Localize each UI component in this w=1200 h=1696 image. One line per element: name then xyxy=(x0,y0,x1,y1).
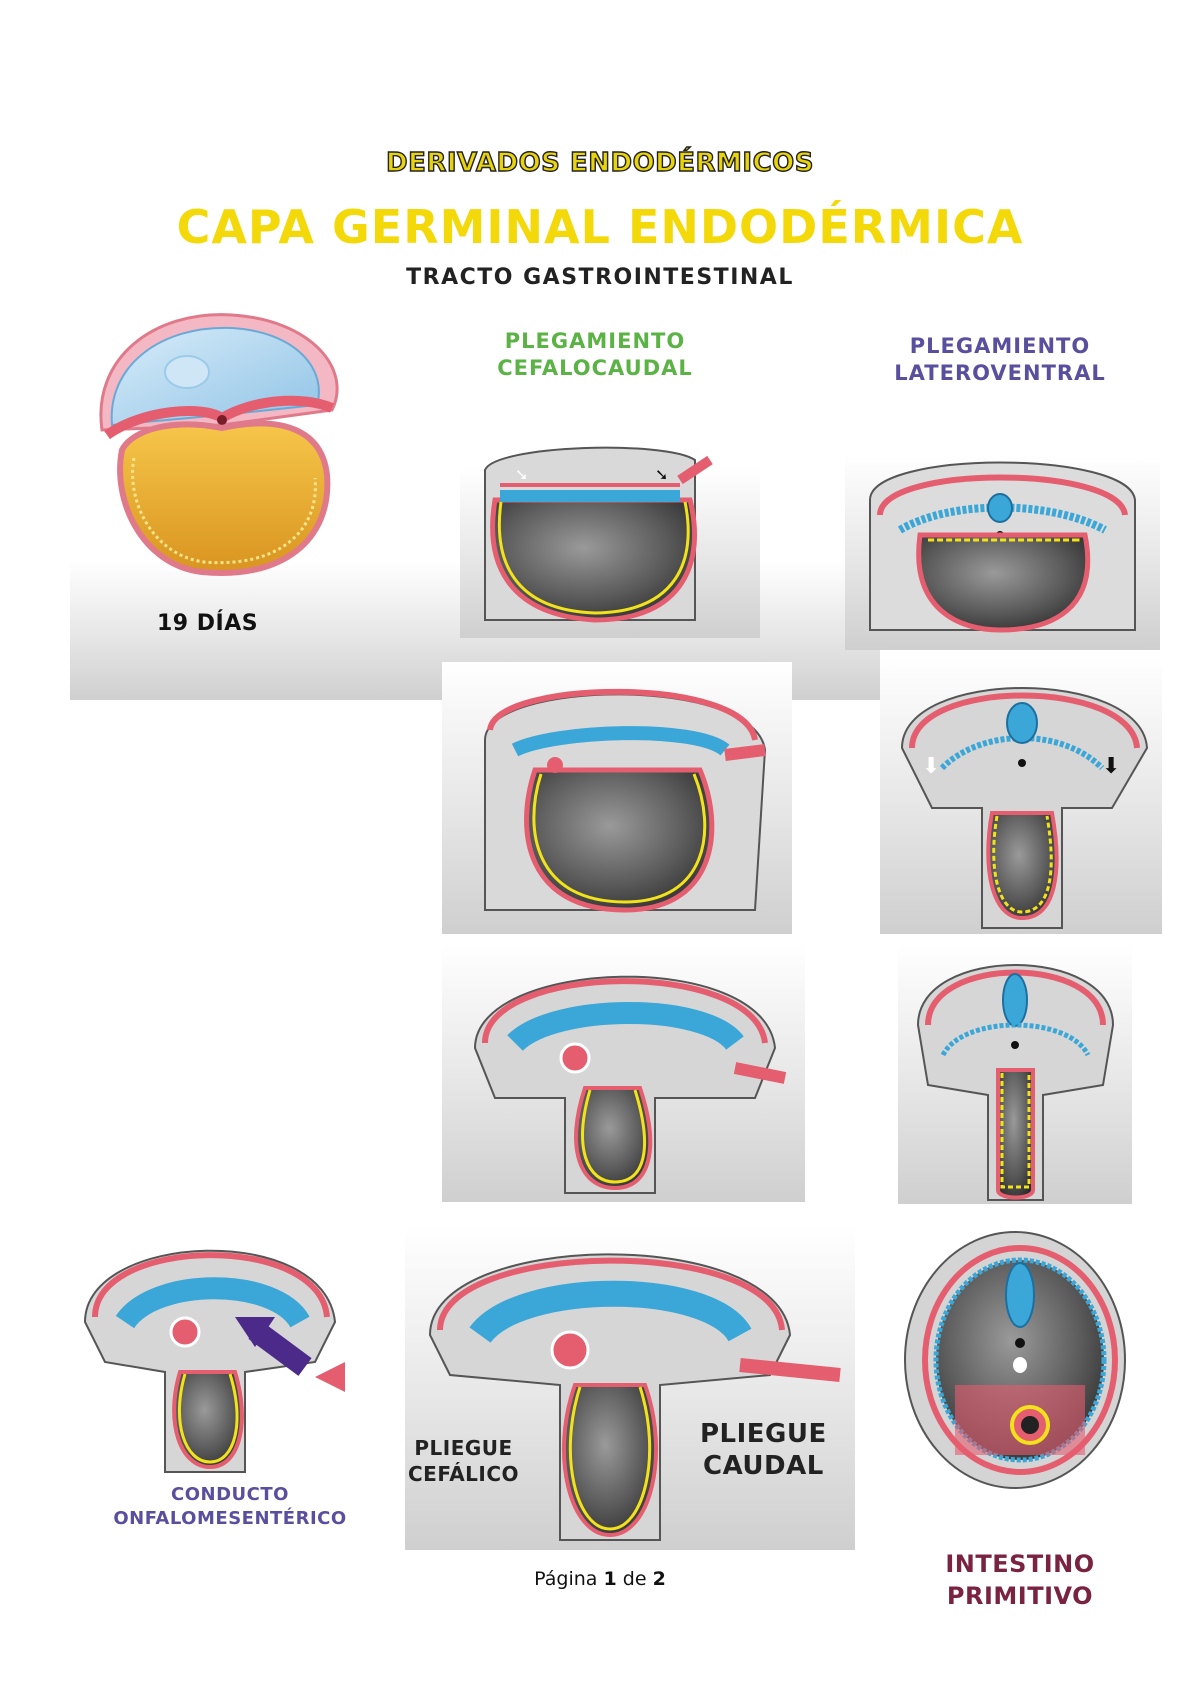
label-caudal-line2: CAUDAL xyxy=(702,1451,824,1481)
label-pliegue-cefalico: PLIEGUE CEFÁLICO xyxy=(408,1435,519,1487)
label-19-dias: 19 DÍAS xyxy=(157,611,259,636)
svg-text:➘: ➘ xyxy=(655,465,668,484)
label-conducto-line2: ONFALOMESENTÉRICO xyxy=(113,1508,347,1529)
main-heading: DERIVADOS ENDODÉRMICOS xyxy=(385,147,814,178)
lateroventral-stage-1 xyxy=(869,461,1136,633)
label-cefalico-line2: CEFÁLICO xyxy=(408,1462,520,1486)
conducto-onfalomesenterico-figure xyxy=(83,1249,345,1473)
cefalocaudal-stage-3 xyxy=(473,975,787,1194)
column-title-lateroventral-line2: LATEROVENTRAL xyxy=(894,361,1106,385)
label-cefalico-line1: PLIEGUE xyxy=(414,1436,513,1460)
embryo-19-days-figure xyxy=(99,313,339,576)
svg-text:⬇: ⬇ xyxy=(922,754,940,779)
column-title-lateroventral: PLEGAMIENTO LATEROVENTRAL xyxy=(870,333,1130,387)
svg-text:⬇: ⬇ xyxy=(1102,754,1120,779)
page-current: 1 xyxy=(603,1568,617,1590)
column-title-cefalocaudal: PLEGAMIENTO CEFALOCAUDAL xyxy=(470,328,720,382)
label-intestino-line1: INTESTINO xyxy=(945,1550,1095,1578)
page-total: 2 xyxy=(652,1568,666,1590)
column-title-lateroventral-line1: PLEGAMIENTO xyxy=(909,334,1091,358)
lateroventral-stage-2: ⬇ ⬇ xyxy=(900,687,1149,929)
sub-heading: CAPA GERMINAL ENDODÉRMICA xyxy=(176,200,1024,254)
label-intestino-primitivo: INTESTINO PRIMITIVO xyxy=(920,1548,1120,1612)
page-of: de xyxy=(622,1568,647,1590)
column-title-cefalocaudal-line1: PLEGAMIENTO xyxy=(504,329,686,353)
pliegues-figure xyxy=(428,1253,841,1541)
column-title-cefalocaudal-line2: CEFALOCAUDAL xyxy=(497,356,693,380)
page-word: Página xyxy=(534,1568,598,1590)
cefalocaudal-stage-2 xyxy=(484,688,767,913)
label-pliegue-caudal: PLIEGUE CAUDAL xyxy=(700,1418,827,1482)
label-conducto-onfalomesenterico: CONDUCTO ONFALOMESENTÉRICO xyxy=(105,1483,355,1531)
page-number: Página 1 de 2 xyxy=(0,1568,1200,1590)
tract-heading: TRACTO GASTROINTESTINAL xyxy=(406,265,794,290)
label-conducto-line1: CONDUCTO xyxy=(171,1484,289,1505)
label-intestino-line2: PRIMITIVO xyxy=(946,1582,1094,1610)
svg-text:➘: ➘ xyxy=(515,465,528,484)
lateroventral-stage-3 xyxy=(916,964,1115,1201)
intestino-primitivo-figure xyxy=(904,1231,1126,1489)
cefalocaudal-stage-1: ➘ ➘ xyxy=(484,446,713,623)
label-caudal-line1: PLIEGUE xyxy=(700,1419,827,1449)
